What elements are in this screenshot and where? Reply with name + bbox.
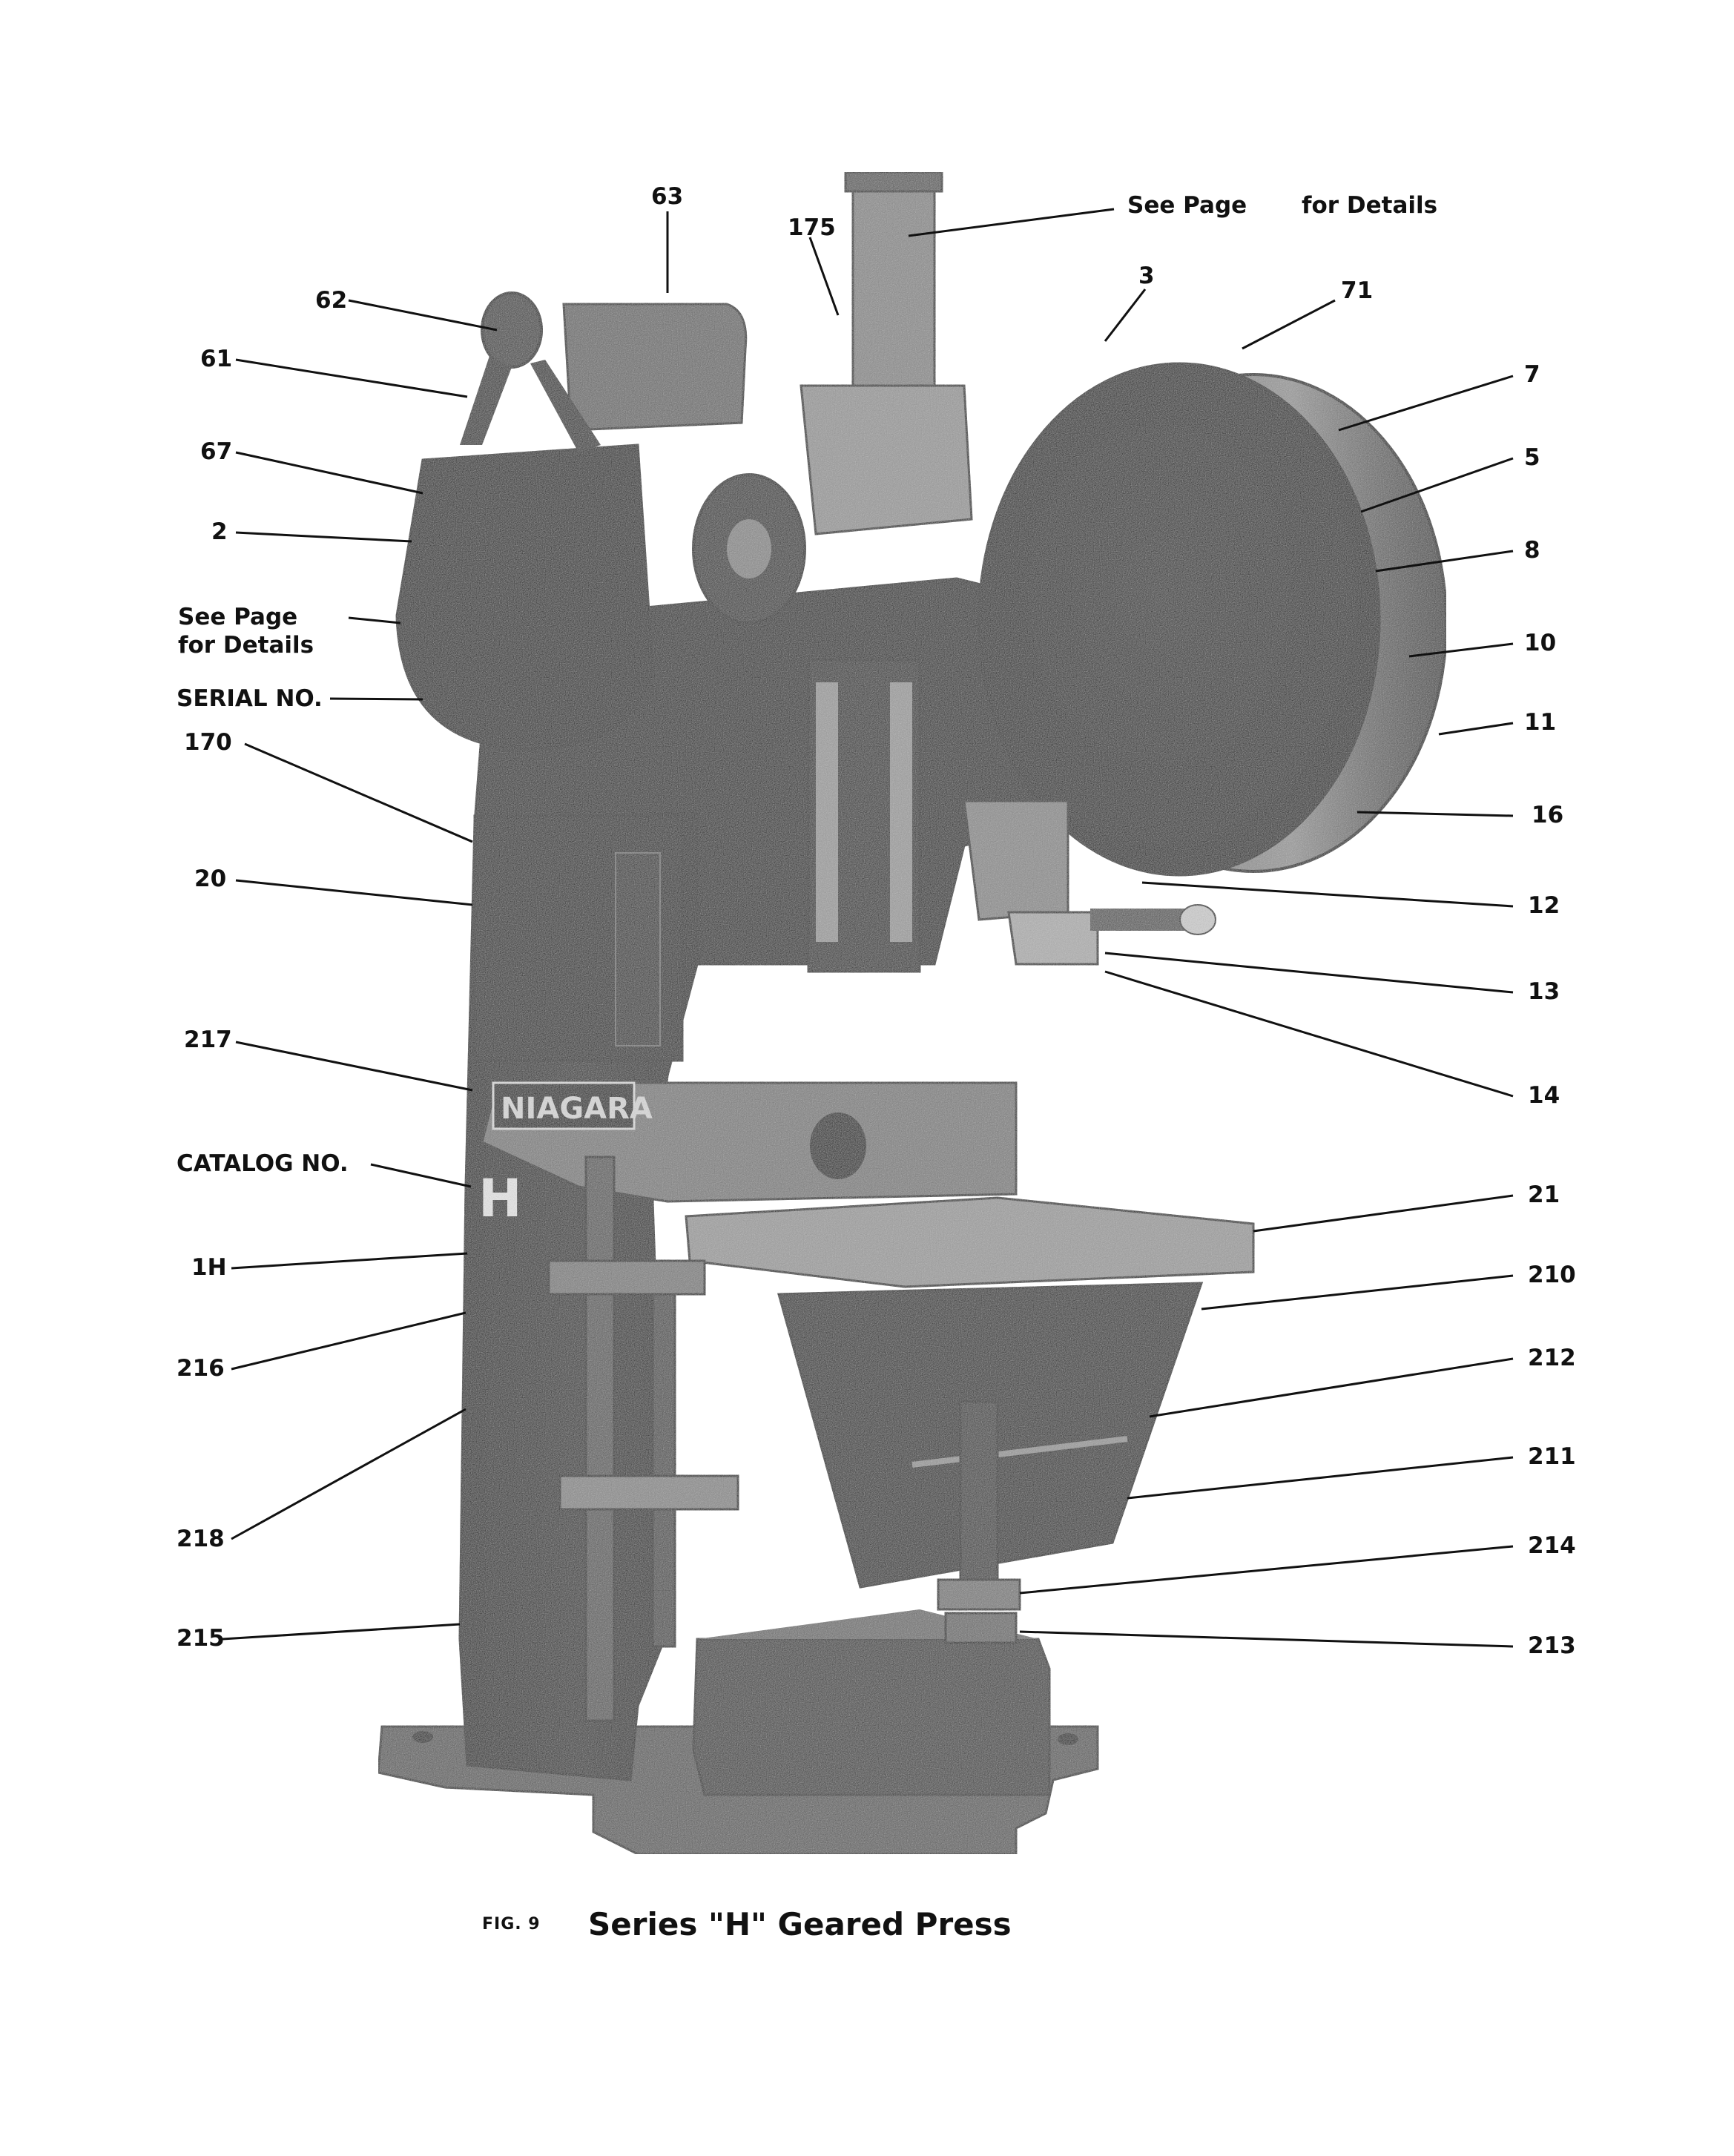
tie-rod — [651, 1259, 676, 1648]
brake-housing — [963, 800, 1069, 921]
bolster-plate — [685, 1196, 1255, 1288]
v-belt — [460, 356, 512, 445]
air-cylinder-cap — [844, 171, 943, 193]
callout-214: 214 — [1528, 1532, 1576, 1559]
bed-brace — [911, 1436, 1128, 1468]
callout-217: 217 — [184, 1026, 232, 1053]
callout-14: 14 — [1528, 1082, 1560, 1109]
callout-catalog-no: CATALOG NO. — [177, 1150, 349, 1177]
rod-end — [1179, 904, 1216, 935]
adjusting-screw — [959, 1400, 999, 1596]
callout-218: 218 — [177, 1526, 225, 1552]
callout-216: 216 — [177, 1355, 225, 1382]
gear-guard-left — [395, 444, 654, 751]
callout-213: 213 — [1528, 1632, 1576, 1659]
ram-gib — [890, 682, 912, 942]
figure-number: FIG. 9 — [482, 1915, 541, 1934]
v-belt — [530, 360, 601, 452]
air-cylinder — [851, 177, 936, 395]
callout-61: 61 — [200, 346, 233, 372]
press-machine: NIAGARA H — [377, 171, 1448, 1856]
callout-215: 215 — [177, 1625, 225, 1652]
callout-2: 2 — [211, 518, 228, 545]
pedestal — [692, 1638, 1051, 1796]
bracket — [558, 1474, 739, 1511]
callout-10: 10 — [1524, 630, 1557, 656]
callout-63: 63 — [651, 183, 684, 210]
callout-212: 212 — [1528, 1345, 1576, 1371]
ram-gib — [816, 682, 838, 942]
callout-1h: 1H — [191, 1254, 227, 1281]
figure-title: Series "H" Geared Press — [588, 1906, 1012, 1942]
nameplate — [492, 1081, 636, 1130]
bracket — [547, 1259, 706, 1296]
callout-67: 67 — [200, 438, 233, 465]
callout-71: 71 — [1341, 277, 1374, 304]
callout-for-details-top: for Details — [1302, 192, 1438, 219]
motor — [562, 303, 748, 432]
callout-13: 13 — [1528, 978, 1560, 1005]
lock-nut — [944, 1612, 1018, 1644]
callout-210: 210 — [1528, 1262, 1576, 1288]
callout-170: 170 — [184, 729, 232, 756]
tie-rod — [584, 1156, 616, 1722]
catalog-letter: H — [478, 1168, 522, 1229]
callout-see-page-top: See Page — [1127, 192, 1247, 219]
callout-12: 12 — [1528, 892, 1560, 919]
callout-3: 3 — [1138, 263, 1155, 289]
callout-175: 175 — [788, 214, 836, 241]
flywheel — [978, 362, 1381, 877]
clutch-hub — [727, 519, 771, 578]
jam-nut — [937, 1578, 1021, 1611]
callout-21: 21 — [1528, 1181, 1560, 1208]
callout-7: 7 — [1524, 361, 1540, 388]
electrical-switch — [615, 852, 661, 1046]
bolster-hole — [810, 1112, 866, 1179]
callout-for-details-left: for Details — [178, 632, 314, 659]
base-bolt-hole — [1058, 1733, 1078, 1745]
nameplate-brand: NIAGARA — [501, 1092, 653, 1126]
callout-8: 8 — [1524, 537, 1540, 564]
callout-16: 16 — [1532, 802, 1564, 828]
stop-cylinder — [1007, 911, 1099, 966]
callout-see-page-left: See Page — [178, 604, 298, 630]
callout-5: 5 — [1524, 444, 1540, 471]
callout-211: 211 — [1528, 1443, 1576, 1470]
leader-lines — [222, 208, 1514, 1648]
clutch-housing — [800, 384, 973, 535]
motor-pulley — [481, 291, 543, 369]
callout-serial-no: SERIAL NO. — [177, 685, 323, 712]
base-bolt-hole — [412, 1731, 433, 1743]
callout-20: 20 — [194, 866, 227, 892]
callout-62: 62 — [315, 287, 348, 314]
callout-11: 11 — [1524, 709, 1557, 736]
